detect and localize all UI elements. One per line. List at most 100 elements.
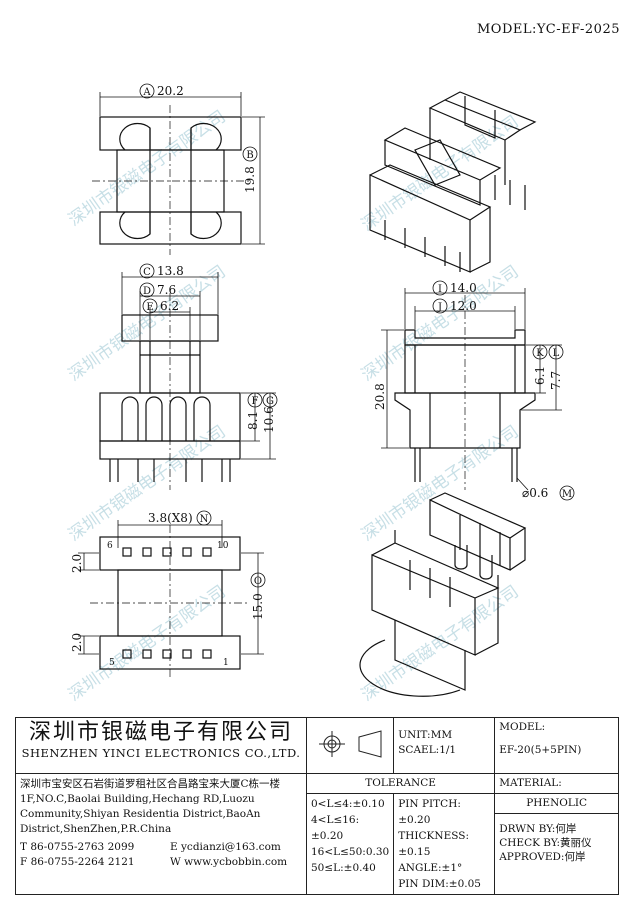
svg-text:A: A bbox=[142, 87, 151, 98]
svg-text:J: J bbox=[437, 302, 442, 313]
svg-text:B: B bbox=[246, 150, 253, 161]
dim-b-label: B 19.8 bbox=[242, 146, 258, 193]
tel-text: T 86-0755-2763 2099 bbox=[20, 841, 135, 853]
address-line-3: District,ShenZhen,P.R.China bbox=[20, 823, 172, 835]
svg-text:6.2: 6.2 bbox=[160, 299, 179, 313]
dim-d-label: D 7.6 bbox=[139, 282, 176, 298]
svg-text:⌀0.6: ⌀0.6 bbox=[522, 486, 548, 500]
svg-text:3.8(X8): 3.8(X8) bbox=[148, 511, 193, 525]
dim-pitch-top: 2.0 bbox=[70, 554, 84, 573]
front-view bbox=[99, 272, 276, 490]
model-header: MODEL: bbox=[499, 721, 546, 733]
tolerance-row: PIN DIM:±0.05 bbox=[398, 878, 481, 890]
tolerance-right-cell: PIN PITCH:±0.20 THICKNESS:±0.15 ANGLE:±1… bbox=[393, 793, 496, 895]
tolerance-row: ANGLE:±1° bbox=[398, 862, 463, 874]
tolerance-row: 0<L≤4:±0.10 bbox=[311, 798, 385, 810]
dim-i-label: I 14.0 bbox=[432, 280, 477, 296]
tolerance-row: 16<L≤50:0.30 bbox=[311, 846, 390, 858]
svg-text:15.0: 15.0 bbox=[251, 593, 265, 620]
dim-l-label: L 7.7 bbox=[548, 344, 564, 390]
dim-f-label: F 8.1 bbox=[246, 392, 263, 430]
address-line-1: 1F,NO.C,Baolai Building,Hechang RD,Luozu bbox=[20, 793, 255, 805]
dim-n-label: 3.8(X8) N bbox=[148, 510, 212, 526]
dim-j-label: J 12.0 bbox=[432, 298, 477, 314]
svg-text:E: E bbox=[146, 302, 153, 313]
tolerance-row: 4<L≤16:±0.20 bbox=[311, 814, 360, 842]
svg-text:7.6: 7.6 bbox=[157, 283, 176, 297]
dim-a-label: A 20.2 bbox=[139, 83, 184, 99]
svg-text:14.0: 14.0 bbox=[450, 281, 477, 295]
svg-text:C: C bbox=[143, 267, 151, 278]
top-view bbox=[92, 92, 265, 255]
tolerance-row: THICKNESS:±0.15 bbox=[398, 830, 469, 858]
pin-5-label: 5 bbox=[109, 658, 115, 668]
svg-text:20.8: 20.8 bbox=[373, 383, 387, 410]
address-cell: 深圳市宝安区石岩街道罗租社区合昌路宝来大厦C栋一楼 1F,NO.C,Baolai… bbox=[15, 773, 307, 895]
svg-text:8.1: 8.1 bbox=[246, 411, 260, 430]
drawn-by: DRWN BY:何岸 bbox=[499, 823, 577, 835]
dim-g-label: G10.6 bbox=[262, 392, 278, 433]
check-by: CHECK BY:黄丽仪 bbox=[499, 837, 592, 849]
unit-cell: UNIT:MM SCAEL:1/1 bbox=[393, 717, 496, 774]
pin-10-label: 10 bbox=[217, 541, 229, 551]
company-name-en: SHENZHEN YINCI ELECTRONICS CO.,LTD. bbox=[21, 746, 301, 760]
tolerance-row: 50≤L:±0.40 bbox=[311, 862, 376, 874]
technical-drawing: A 20.2 B 19.8 C 13.8 D 7.6 E 6.2 F 8.1 G10.6 I… bbox=[70, 83, 575, 697]
tolerance-header: TOLERANCE bbox=[365, 777, 436, 789]
tolerance-header-cell: TOLERANCE bbox=[305, 773, 496, 794]
svg-text:N: N bbox=[200, 514, 209, 525]
svg-text:13.8: 13.8 bbox=[157, 264, 184, 278]
dim-k-label: K 6.1 bbox=[532, 344, 548, 385]
svg-text:10.6: 10.6 bbox=[262, 406, 276, 433]
svg-text:L: L bbox=[553, 348, 560, 359]
model-label: MODEL:YC-EF-2025 bbox=[477, 22, 620, 37]
svg-text:D: D bbox=[143, 286, 151, 297]
company-name-cn: 深圳市银磁电子有限公司 bbox=[28, 720, 293, 745]
dim-h-label: 20.8 bbox=[373, 383, 387, 410]
fax-text: F 86-0755-2264 2121 bbox=[20, 856, 135, 868]
svg-text:12.0: 12.0 bbox=[450, 299, 477, 313]
address-line-2: Community,Shiyan Residentia District,Bao… bbox=[20, 808, 261, 820]
address-line-cn: 深圳市宝安区石岩街道罗租社区合昌路宝来大厦C栋一楼 bbox=[20, 778, 281, 790]
dim-pitch-bottom: 2.0 bbox=[70, 633, 84, 652]
svg-text:6.1: 6.1 bbox=[533, 366, 547, 385]
svg-text:O: O bbox=[254, 576, 262, 587]
svg-text:M: M bbox=[562, 489, 572, 500]
pin-6-label: 6 bbox=[107, 541, 113, 551]
company-cell: 深圳市银磁电子有限公司 SHENZHEN YINCI ELECTRONICS C… bbox=[15, 717, 307, 774]
svg-text:G: G bbox=[266, 396, 274, 407]
model-value: EF-20(5+5PIN) bbox=[499, 744, 582, 756]
dim-e-label: E 6.2 bbox=[142, 298, 179, 314]
projection-symbol-icon bbox=[319, 730, 382, 758]
isometric-view-2 bbox=[359, 492, 527, 697]
svg-text:K: K bbox=[536, 348, 544, 359]
svg-text:19.8: 19.8 bbox=[243, 166, 257, 193]
svg-text:20.2: 20.2 bbox=[157, 84, 184, 98]
model-cell: MODEL: EF-20(5+5PIN) bbox=[494, 717, 619, 774]
svg-text:I: I bbox=[438, 284, 442, 295]
approved-by: APPROVED:何岸 bbox=[499, 851, 586, 863]
material-header: MATERIAL: bbox=[499, 777, 562, 789]
projection-symbol-cell bbox=[305, 717, 395, 774]
dim-o-label: O 15.0 bbox=[250, 572, 266, 620]
side-view bbox=[381, 288, 562, 491]
svg-text:2.0: 2.0 bbox=[70, 633, 84, 652]
approval-cell: PHENOLIC DRWN BY:何岸 CHECK BY:黄丽仪 APPROVE… bbox=[494, 793, 619, 895]
bottom-view bbox=[78, 520, 264, 680]
isometric-view-1 bbox=[369, 91, 537, 273]
tolerance-left-cell: 0<L≤4:±0.10 4<L≤16:±0.20 16<L≤50:0.30 50… bbox=[305, 793, 395, 895]
title-block: 深圳市银磁电子有限公司 SHENZHEN YINCI ELECTRONICS C… bbox=[15, 717, 619, 895]
dim-m-label: ⌀0.6 M bbox=[522, 485, 575, 501]
web-text: W www.ycbobbin.com bbox=[170, 856, 288, 868]
scale-label: SCAEL:1/1 bbox=[398, 744, 457, 756]
unit-label: UNIT:MM bbox=[398, 729, 453, 741]
svg-text:2.0: 2.0 bbox=[70, 554, 84, 573]
svg-text:7.7: 7.7 bbox=[549, 371, 563, 390]
svg-text:F: F bbox=[252, 396, 259, 407]
tolerance-row: PIN PITCH:±0.20 bbox=[398, 798, 461, 826]
material-cell: MATERIAL: bbox=[494, 773, 619, 794]
pin-1-label: 1 bbox=[223, 658, 229, 668]
material-value: PHENOLIC bbox=[526, 797, 588, 809]
dim-c-label: C 13.8 bbox=[139, 263, 184, 279]
email-text: E ycdianzi@163.com bbox=[170, 841, 281, 853]
